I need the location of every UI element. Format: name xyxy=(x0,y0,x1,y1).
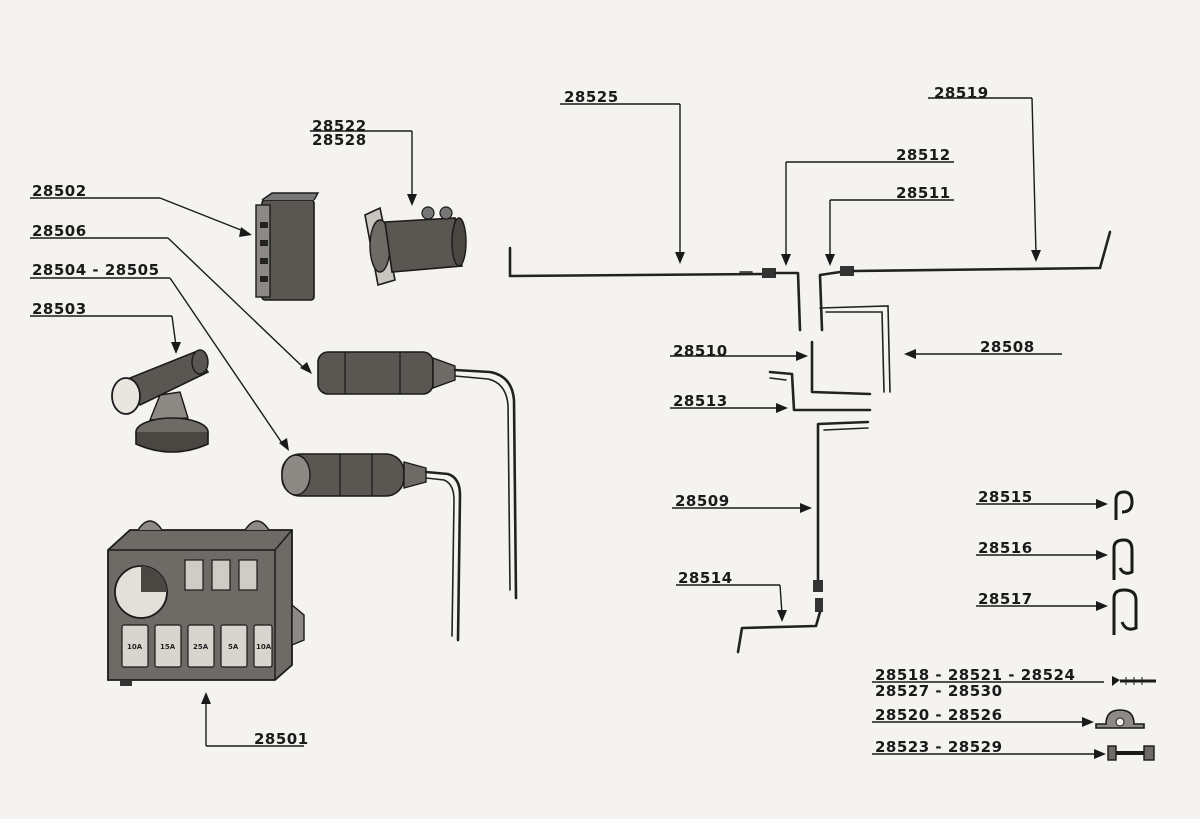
spot-lamp-28503 xyxy=(111,349,210,453)
label-28518-28521-28524: 28518 - 28521 - 28524 xyxy=(875,666,1075,684)
label-28504-28505: 28504 - 28505 xyxy=(32,261,160,279)
label-28528: 28528 xyxy=(312,131,367,149)
label-28515: 28515 xyxy=(978,488,1033,506)
fuse-label-3: 25A xyxy=(193,643,209,651)
label-28514: 28514 xyxy=(678,569,733,587)
label-28523-28529: 28523 - 28529 xyxy=(875,738,1003,756)
label-28520-28526: 28520 - 28526 xyxy=(875,706,1003,724)
fuse-box-28501: 10A 15A 25A 5A 10A xyxy=(107,520,305,686)
fuse-label-1: 10A xyxy=(127,643,143,651)
bolt-28523 xyxy=(1107,745,1155,761)
fuse-label-2: 15A xyxy=(160,643,176,651)
label-28503: 28503 xyxy=(32,300,87,318)
screw-28518 xyxy=(1112,676,1156,686)
label-28512: 28512 xyxy=(896,146,951,164)
lamp-28504-28505 xyxy=(281,453,462,642)
socket-28522-28528 xyxy=(364,206,467,287)
label-28509: 28509 xyxy=(675,492,730,510)
fuse-label-4: 5A xyxy=(228,643,239,651)
clip-28515 xyxy=(1114,490,1134,520)
label-28510: 28510 xyxy=(673,342,728,360)
label-28525: 28525 xyxy=(564,88,619,106)
label-28501: 28501 xyxy=(254,730,309,748)
label-28519: 28519 xyxy=(934,84,989,102)
label-28517: 28517 xyxy=(978,590,1033,608)
lamp-28506 xyxy=(317,351,518,600)
label-28516: 28516 xyxy=(978,539,1033,557)
wiring-harness xyxy=(508,230,1112,654)
label-28506: 28506 xyxy=(32,222,87,240)
label-28502: 28502 xyxy=(32,182,87,200)
label-28508: 28508 xyxy=(980,338,1035,356)
fuse-label-5: 10A xyxy=(256,643,272,651)
label-28511: 28511 xyxy=(896,184,951,202)
label-28513: 28513 xyxy=(673,392,728,410)
clip-28517 xyxy=(1112,588,1138,635)
label-28527-28530: 28527 - 28530 xyxy=(875,682,1003,700)
clip-28516 xyxy=(1112,538,1134,580)
relay-block-28502 xyxy=(255,192,320,301)
strap-28520 xyxy=(1095,709,1145,729)
